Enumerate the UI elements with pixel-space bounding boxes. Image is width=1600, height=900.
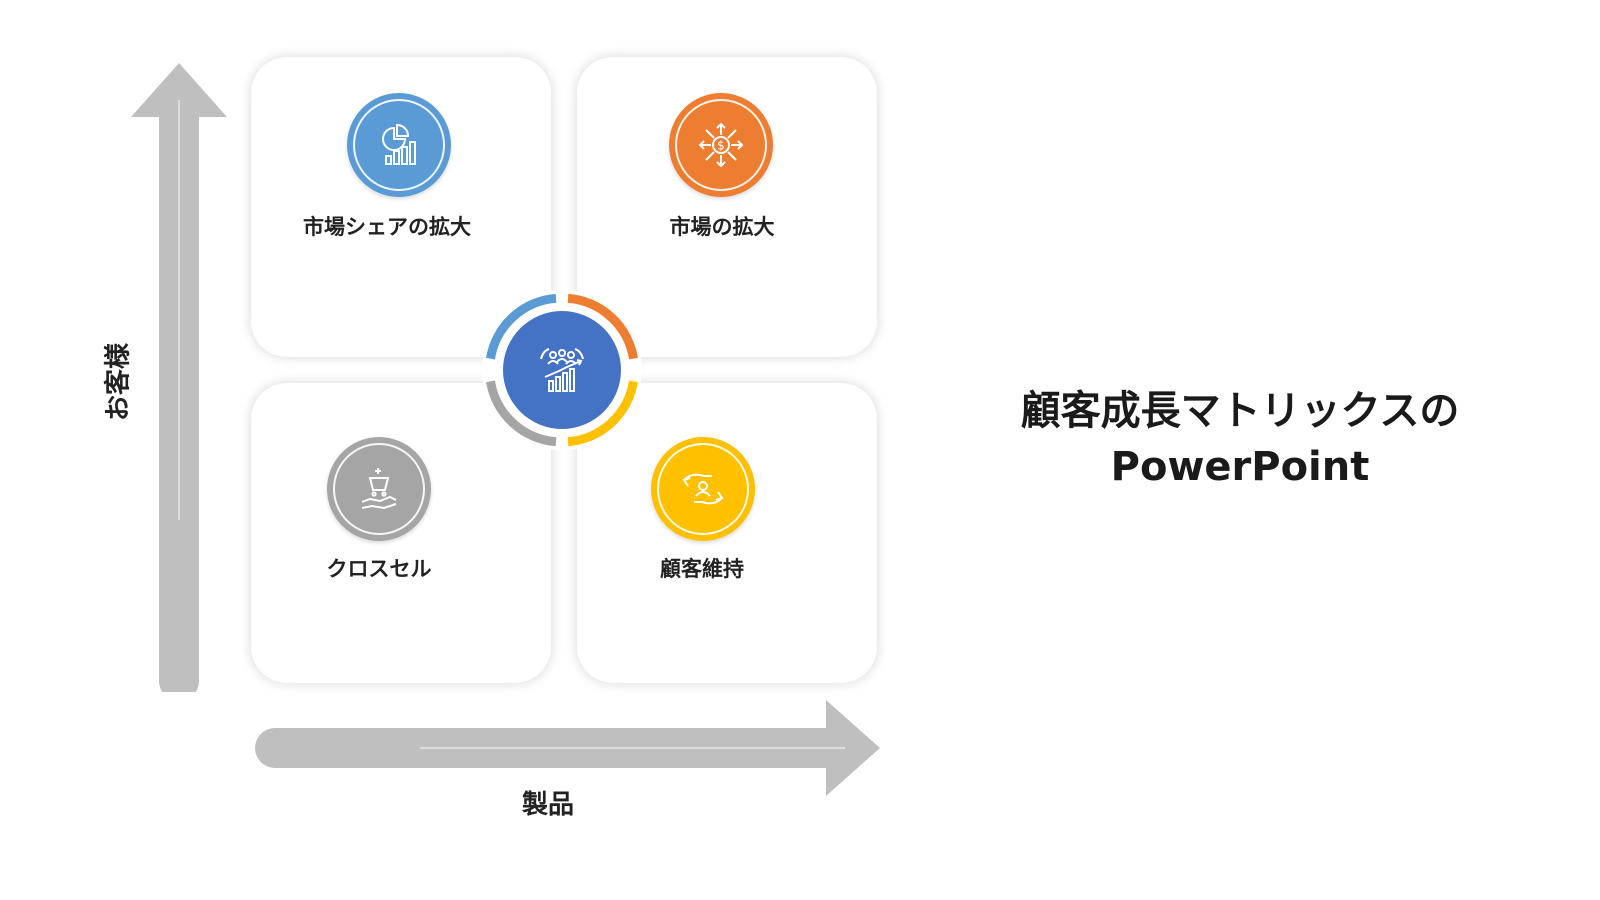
cart-hand-icon (327, 437, 431, 541)
dollar-expansion-icon: $ (669, 93, 773, 197)
customer-hands-icon (651, 437, 755, 541)
quadrant-label-market-expansion: 市場の拡大 (669, 215, 775, 239)
quadrant-label-cross-sell: クロスセル (326, 557, 432, 581)
quadrant-card-market-share: 市場シェアの拡大 (251, 57, 551, 357)
page-title: 顧客成長マトリックスの PowerPoint (980, 383, 1500, 495)
quadrant-card-cross-sell: クロスセル (251, 383, 551, 683)
svg-text:$: $ (717, 139, 725, 153)
title-line-1: 顧客成長マトリックスの (1020, 388, 1460, 434)
quadrant-card-market-expansion: $ 市場の拡大 (577, 57, 877, 357)
title-line-2: PowerPoint (1110, 444, 1370, 490)
y-axis-label: お客様 (103, 342, 134, 422)
pie-bar-chart-icon (347, 93, 451, 197)
x-axis-arrow (255, 700, 880, 796)
quadrant-card-customer-retention: 顧客維持 (577, 383, 877, 683)
y-axis-arrow (131, 63, 227, 692)
team-growth-chart-icon (540, 348, 584, 392)
quadrant-label-market-share: 市場シェアの拡大 (303, 215, 471, 239)
quadrant-label-customer-retention: 顧客維持 (660, 557, 744, 581)
x-axis-label: 製品 (522, 790, 575, 820)
